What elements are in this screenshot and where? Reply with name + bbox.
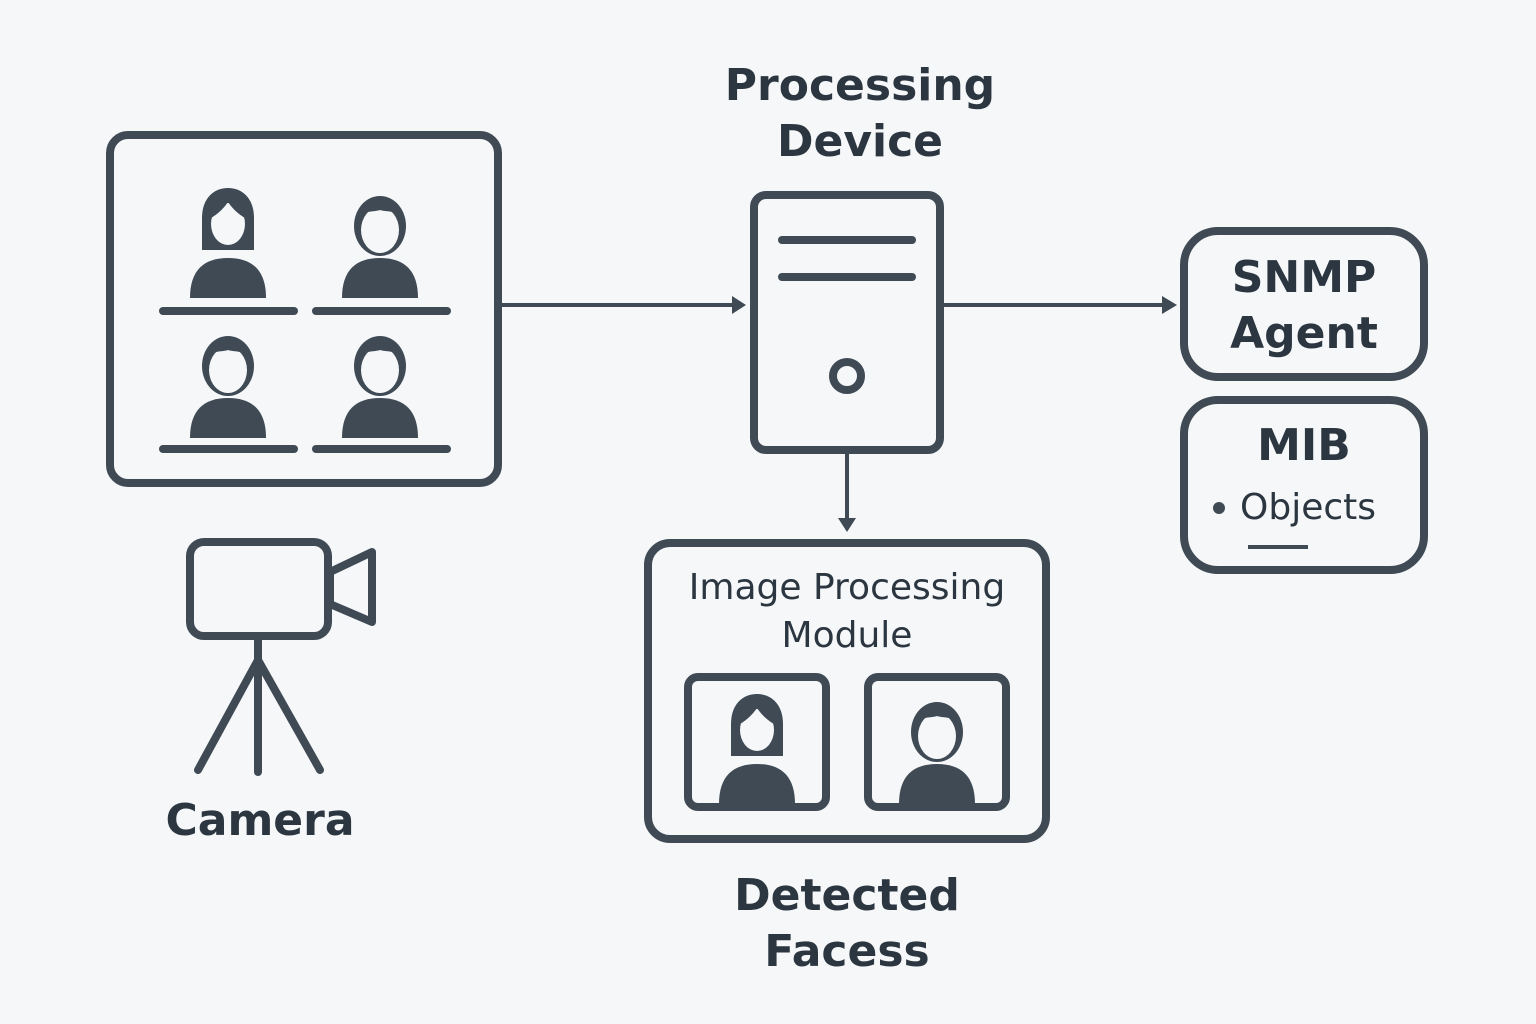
male-person-icon — [899, 702, 975, 804]
arrow-down-icon — [838, 450, 856, 532]
mib-box — [1180, 396, 1428, 574]
video-camera-icon — [186, 538, 376, 640]
server-icon — [750, 191, 944, 454]
male-person-icon — [342, 196, 418, 298]
male-person-icon — [342, 336, 418, 438]
image-processing-module — [644, 539, 1050, 843]
arrow-right-icon — [498, 296, 746, 314]
camera-view-panel — [106, 131, 502, 487]
processing-device-label: Processing Device — [660, 58, 1060, 170]
detected-faces-label-line2: Facess — [764, 926, 930, 977]
snmp-agent-label-line1: SNMP — [1231, 252, 1377, 303]
image-processing-label-line2: Module — [781, 615, 913, 656]
camera-label: Camera — [165, 795, 355, 846]
detected-faces-label-line1: Detected — [734, 870, 960, 921]
tripod-icon — [194, 632, 324, 776]
female-person-icon — [190, 188, 266, 298]
image-processing-label-line1: Image Processing — [688, 567, 1006, 608]
snmp-agent-label: SNMP Agent — [1184, 250, 1424, 362]
snmp-agent-label-line2: Agent — [1230, 308, 1378, 359]
detected-face-frame — [864, 673, 1010, 811]
processing-device-label-line1: Processing — [724, 60, 996, 111]
male-person-icon — [190, 336, 266, 438]
image-processing-label: Image Processing Module — [648, 564, 1046, 660]
bullet-icon — [1213, 502, 1225, 514]
detected-faces-label: Detected Facess — [648, 868, 1046, 980]
female-person-icon — [719, 694, 795, 804]
arrow-right-icon — [940, 296, 1177, 314]
mib-item-label: Objects — [1240, 487, 1377, 528]
snmp-agent-box — [1180, 227, 1428, 381]
processing-device-label-line2: Device — [776, 116, 944, 167]
mib-title: MIB — [1257, 420, 1351, 471]
detected-face-frame — [684, 673, 830, 811]
